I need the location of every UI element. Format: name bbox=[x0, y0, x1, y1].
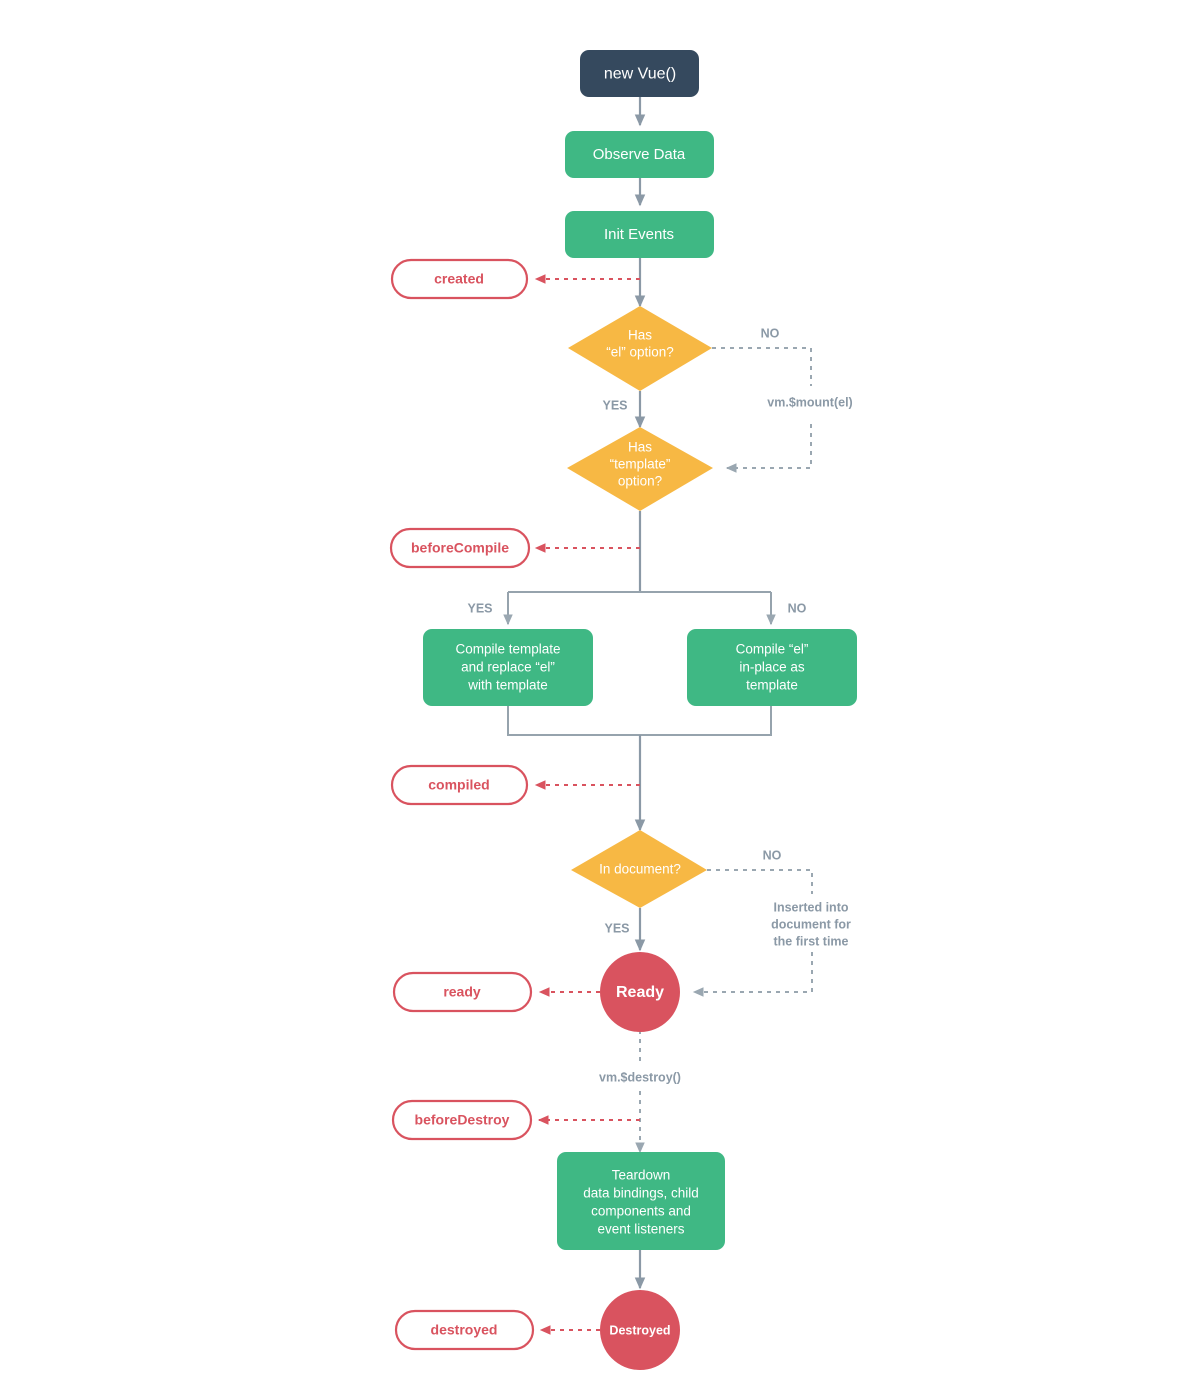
hook-compiled-label: compiled bbox=[428, 777, 489, 793]
edge-no-el-upper bbox=[712, 347, 812, 386]
node-compile-el-line1: Compile “el” bbox=[736, 642, 809, 657]
node-destroyed-label: Destroyed bbox=[609, 1323, 670, 1337]
node-teardown-line3: components and bbox=[591, 1204, 691, 1219]
node-has-template-line3: option? bbox=[618, 474, 662, 489]
hook-before-compile[interactable]: beforeCompile bbox=[389, 527, 531, 569]
hook-before-compile-label: beforeCompile bbox=[411, 540, 509, 556]
hook-ready-label: ready bbox=[443, 984, 481, 1000]
node-init-events[interactable]: Init Events bbox=[565, 211, 714, 258]
node-compile-template-line2: and replace “el” bbox=[461, 660, 555, 675]
node-new-vue[interactable]: new Vue() bbox=[580, 50, 699, 97]
edge-label-inserted-line1: Inserted into bbox=[773, 900, 848, 914]
edge-label-yes-template: YES bbox=[467, 601, 492, 615]
edge-merge-bar bbox=[507, 706, 772, 736]
hook-created[interactable]: created bbox=[390, 258, 529, 300]
edge-label-inserted-line3: the first time bbox=[773, 934, 848, 948]
hook-destroyed[interactable]: destroyed bbox=[394, 1309, 535, 1351]
node-has-el-line2: “el” option? bbox=[606, 345, 674, 360]
edge-label-no-template: NO bbox=[788, 601, 807, 615]
node-ready-label: Ready bbox=[616, 984, 664, 1001]
edge-label-mount-call: vm.$mount(el) bbox=[767, 395, 852, 409]
edge-label-no-el: NO bbox=[761, 326, 780, 340]
hook-before-destroy[interactable]: beforeDestroy bbox=[391, 1099, 533, 1141]
node-compile-el-line2: in-place as bbox=[739, 660, 805, 675]
node-compile-template[interactable]: Compile template and replace “el” with t… bbox=[423, 629, 593, 706]
node-ready-circle[interactable]: Ready bbox=[600, 952, 680, 1032]
node-compile-template-line3: with template bbox=[467, 678, 548, 693]
node-teardown-line2: data bindings, child bbox=[583, 1186, 699, 1201]
node-teardown[interactable]: Teardown data bindings, child components… bbox=[557, 1152, 725, 1250]
node-compile-el-line3: template bbox=[746, 678, 798, 693]
edge-no-el-lower bbox=[725, 424, 812, 473]
node-compile-template-line1: Compile template bbox=[455, 642, 560, 657]
edge-label-yes-el: YES bbox=[602, 398, 627, 412]
node-has-el-line1: Has bbox=[628, 328, 652, 343]
node-in-document[interactable]: In document? bbox=[571, 830, 707, 908]
node-in-document-label: In document? bbox=[599, 862, 681, 877]
edge-label-inserted-line2: document for bbox=[771, 917, 851, 931]
node-has-template-line1: Has bbox=[628, 440, 652, 455]
node-init-events-label: Init Events bbox=[604, 226, 674, 243]
node-new-vue-label: new Vue() bbox=[604, 66, 676, 83]
hook-destroyed-label: destroyed bbox=[431, 1322, 498, 1338]
hook-before-destroy-label: beforeDestroy bbox=[415, 1112, 510, 1128]
edge-label-no-document: NO bbox=[763, 848, 782, 862]
node-compile-el[interactable]: Compile “el” in-place as template bbox=[687, 629, 857, 706]
hook-compiled[interactable]: compiled bbox=[390, 764, 529, 806]
node-teardown-line4: event listeners bbox=[597, 1222, 684, 1237]
node-teardown-line1: Teardown bbox=[612, 1168, 671, 1183]
edge-label-yes-document: YES bbox=[604, 921, 629, 935]
node-has-template-line2: “template” bbox=[610, 457, 671, 472]
hook-ready[interactable]: ready bbox=[392, 971, 533, 1013]
hook-created-label: created bbox=[434, 271, 484, 287]
edge-label-destroy-call: vm.$destroy() bbox=[599, 1070, 681, 1084]
edge-no-document-upper bbox=[707, 869, 813, 894]
node-destroyed-circle[interactable]: Destroyed bbox=[600, 1290, 680, 1370]
edge-no-document-lower bbox=[692, 952, 813, 997]
node-observe-data[interactable]: Observe Data bbox=[565, 131, 714, 178]
node-observe-data-label: Observe Data bbox=[593, 146, 686, 163]
node-has-el-option[interactable]: Has “el” option? bbox=[568, 306, 712, 391]
node-has-template-option[interactable]: Has “template” option? bbox=[567, 427, 713, 511]
